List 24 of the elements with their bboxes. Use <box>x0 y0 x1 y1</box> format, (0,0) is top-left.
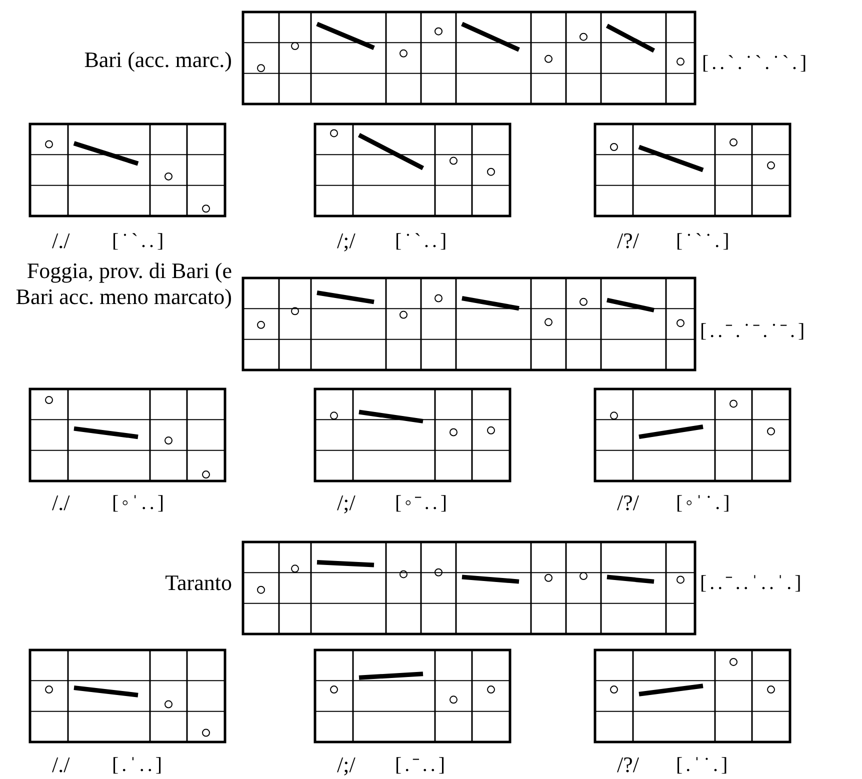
phonological-notation: /?/ <box>617 228 639 254</box>
phonological-notation: /;/ <box>337 752 356 778</box>
phonological-notation: /;/ <box>337 228 356 254</box>
tonetic-transcription: [..ˉ..ˈ..ˈ.] <box>700 571 804 596</box>
tonetic-transcription: [˙ˋ..] <box>395 229 450 254</box>
tonetic-transcription: [..ˋ.˙ˋ.˙ˋ.] <box>702 51 810 76</box>
phonological-notation: /./ <box>52 490 70 516</box>
tonetic-transcription: [.ˉ..] <box>395 753 448 778</box>
dialect-heading: Taranto <box>164 570 232 596</box>
tonetic-transcription: [˙ˋ..] <box>112 229 167 254</box>
phonological-notation: /?/ <box>617 752 639 778</box>
dialect-heading: Foggia, prov. di Bari (e Bari acc. meno marcato) <box>14 258 232 310</box>
tonetic-transcription: [˙ˋ˙.] <box>676 229 732 254</box>
tonetic-transcription: [..ˉ.˙ˉ.˙ˉ.] <box>700 319 808 344</box>
phonological-notation: /./ <box>52 752 70 778</box>
tonetic-transcription: [◦ˈ˙.] <box>676 491 733 516</box>
phonological-notation: /./ <box>52 228 70 254</box>
tonetic-transcription: [.ˈ..] <box>112 753 165 778</box>
tonetic-transcription: [◦ˈ..] <box>112 491 168 516</box>
dialect-heading: Bari (acc. marc.) <box>83 47 232 73</box>
tonetic-transcription: [◦ˉ..] <box>395 491 450 516</box>
phonological-notation: /;/ <box>337 490 356 516</box>
phonological-notation: /?/ <box>617 490 639 516</box>
tonetic-transcription: [.ˈ˙.] <box>676 753 731 778</box>
